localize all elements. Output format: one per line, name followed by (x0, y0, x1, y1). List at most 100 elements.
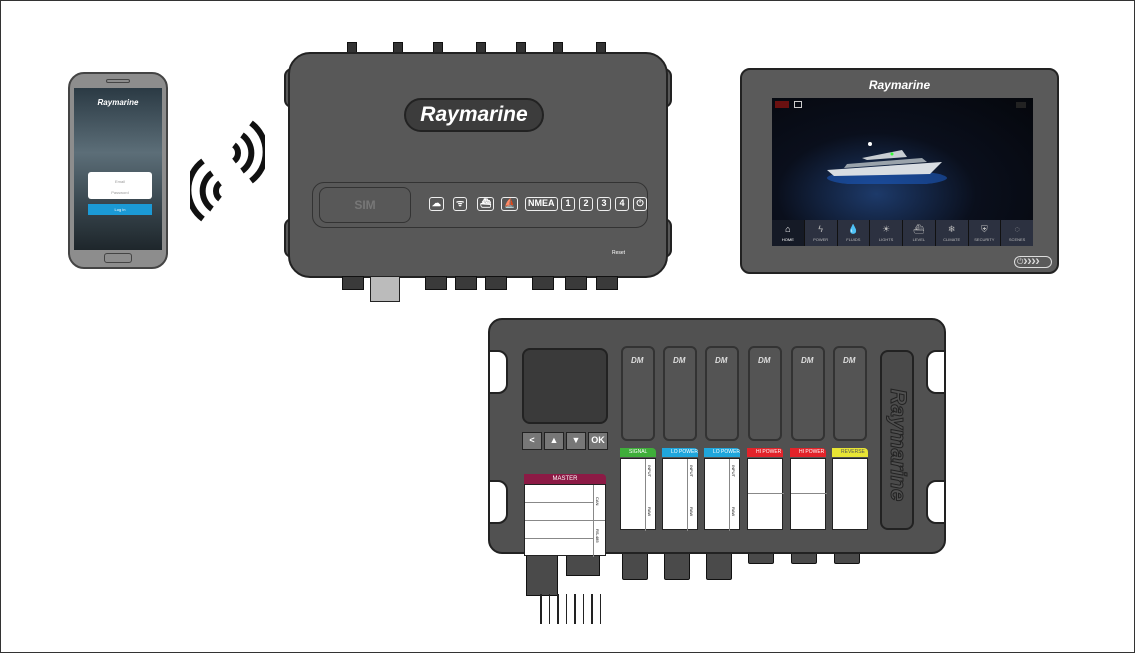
reset-label: Reset (612, 250, 626, 256)
mounting-hole (926, 350, 946, 394)
nav-climate[interactable]: ❄CLIMATE (935, 220, 968, 246)
mounting-hole (488, 350, 508, 394)
indicator-panel: SIM ☁ ᯤ ⛴ ⛵ NMEA 1 2 3 4 ⏻ (312, 182, 648, 228)
master-module: < ▲ ▼ OK MASTER CAN RS-485 (518, 346, 610, 557)
boat-icon: ⛴ (913, 224, 925, 234)
hub-logo: Raymarine (404, 98, 544, 132)
wifi-indicator-icon: ᯤ (453, 197, 468, 211)
module-cover: DM (791, 346, 825, 441)
hi-power-module: DM HI POWER (745, 320, 785, 550)
email-field[interactable]: Email (114, 179, 125, 184)
digital-switching-controller: < ▲ ▼ OK MASTER CAN RS-485 DM SIGNAL INP… (488, 318, 946, 557)
module-label: HI POWER (747, 448, 783, 457)
module-label-card (747, 458, 784, 530)
hi-power-module: DM HI POWER (788, 320, 828, 550)
phone-logo: Raymarine (97, 98, 139, 107)
boat-network-indicator-icon: ⛵ (501, 197, 519, 211)
endcap-logo: Raymarine (880, 350, 914, 530)
port-2-indicator: 2 (579, 197, 593, 211)
home-icon: ⌂ (785, 224, 791, 234)
minimize-button[interactable] (1016, 102, 1026, 108)
back-key[interactable]: < (522, 432, 542, 450)
phone-screen: Raymarine Email Password Log in (74, 88, 162, 250)
can-label: CAN (595, 497, 600, 506)
keypad: < ▲ ▼ OK (522, 432, 608, 450)
port-3-indicator: 3 (597, 197, 611, 211)
mfd-logo: Raymarine (868, 78, 931, 92)
port (455, 276, 477, 290)
module-label: HI POWER (790, 448, 826, 457)
connectivity-hub: Raymarine SIM ☁ ᯤ ⛴ ⛵ NMEA 1 2 3 4 ⏻ Res… (288, 52, 668, 278)
reverse-module: DM REVERSE (830, 320, 870, 550)
module-label-card (790, 458, 827, 530)
port (532, 276, 554, 290)
nav-scenes[interactable]: ◌SCENES (1001, 220, 1033, 246)
yacht-image (827, 142, 947, 184)
module-cover: DM (748, 346, 782, 441)
module-cover: DM (621, 346, 655, 441)
port (342, 276, 364, 290)
port (485, 276, 507, 290)
nav-home[interactable]: ⌂HOME (772, 220, 804, 246)
cloud-indicator-icon: ☁ (429, 197, 444, 211)
nav-lights[interactable]: ☀LIGHTS (870, 220, 902, 246)
port (596, 276, 618, 290)
wires (540, 594, 601, 624)
wireless-signal-icon (190, 120, 265, 222)
module-cover: DM (833, 346, 867, 441)
module-label: REVERSE (832, 448, 868, 457)
light-icon: ☀ (882, 224, 891, 234)
up-key[interactable]: ▲ (544, 432, 564, 450)
module-label: SIGNAL (620, 448, 656, 457)
password-field[interactable]: Password (111, 190, 129, 195)
login-form: Email Password (88, 172, 152, 199)
power-connector (370, 276, 400, 302)
power-icon: ϟ (818, 224, 823, 234)
master-label: MASTER (524, 474, 606, 484)
status-icon[interactable] (794, 101, 802, 108)
droplet-icon: 💧 (847, 224, 859, 234)
home-button (104, 253, 132, 263)
mounting-hole (926, 480, 946, 524)
port-4-indicator: 4 (615, 197, 629, 211)
login-button[interactable]: Log in (88, 204, 152, 215)
mounting-hole (488, 480, 508, 524)
nmea-indicator: NMEA (525, 197, 558, 211)
module-cover: DM (705, 346, 739, 441)
module-label: LO POWER (662, 448, 698, 457)
end-cap: Raymarine (874, 320, 920, 552)
snowflake-icon: ❄ (947, 224, 956, 234)
master-label-card: CAN RS-485 (524, 484, 606, 557)
speaker (106, 79, 130, 83)
alarm-icon[interactable] (775, 101, 789, 108)
module-label: LO POWER (704, 448, 740, 457)
ok-key[interactable]: OK (588, 432, 608, 450)
lcd-display (522, 348, 608, 424)
scenes-icon: ◌ (1014, 224, 1020, 234)
boat-indicator-icon: ⛴ (477, 197, 495, 211)
power-button[interactable]: ⏻❯❯❯❯ (1014, 256, 1052, 268)
port (425, 276, 447, 290)
port-1-indicator: 1 (561, 197, 575, 211)
rs485-label: RS-485 (595, 529, 600, 543)
power-indicator-icon: ⏻ (633, 197, 647, 211)
port (565, 276, 587, 290)
nav-security[interactable]: ⛨SECURITY (968, 220, 1001, 246)
nav-level[interactable]: ⛴LEVEL (903, 220, 935, 246)
sim-slot[interactable]: SIM (319, 187, 411, 223)
module-label-card (832, 458, 868, 530)
smartphone: Raymarine Email Password Log in (68, 72, 168, 269)
down-key[interactable]: ▼ (566, 432, 586, 450)
nav-fluids[interactable]: 💧FLUIDS (837, 220, 870, 246)
module-cover: DM (663, 346, 697, 441)
